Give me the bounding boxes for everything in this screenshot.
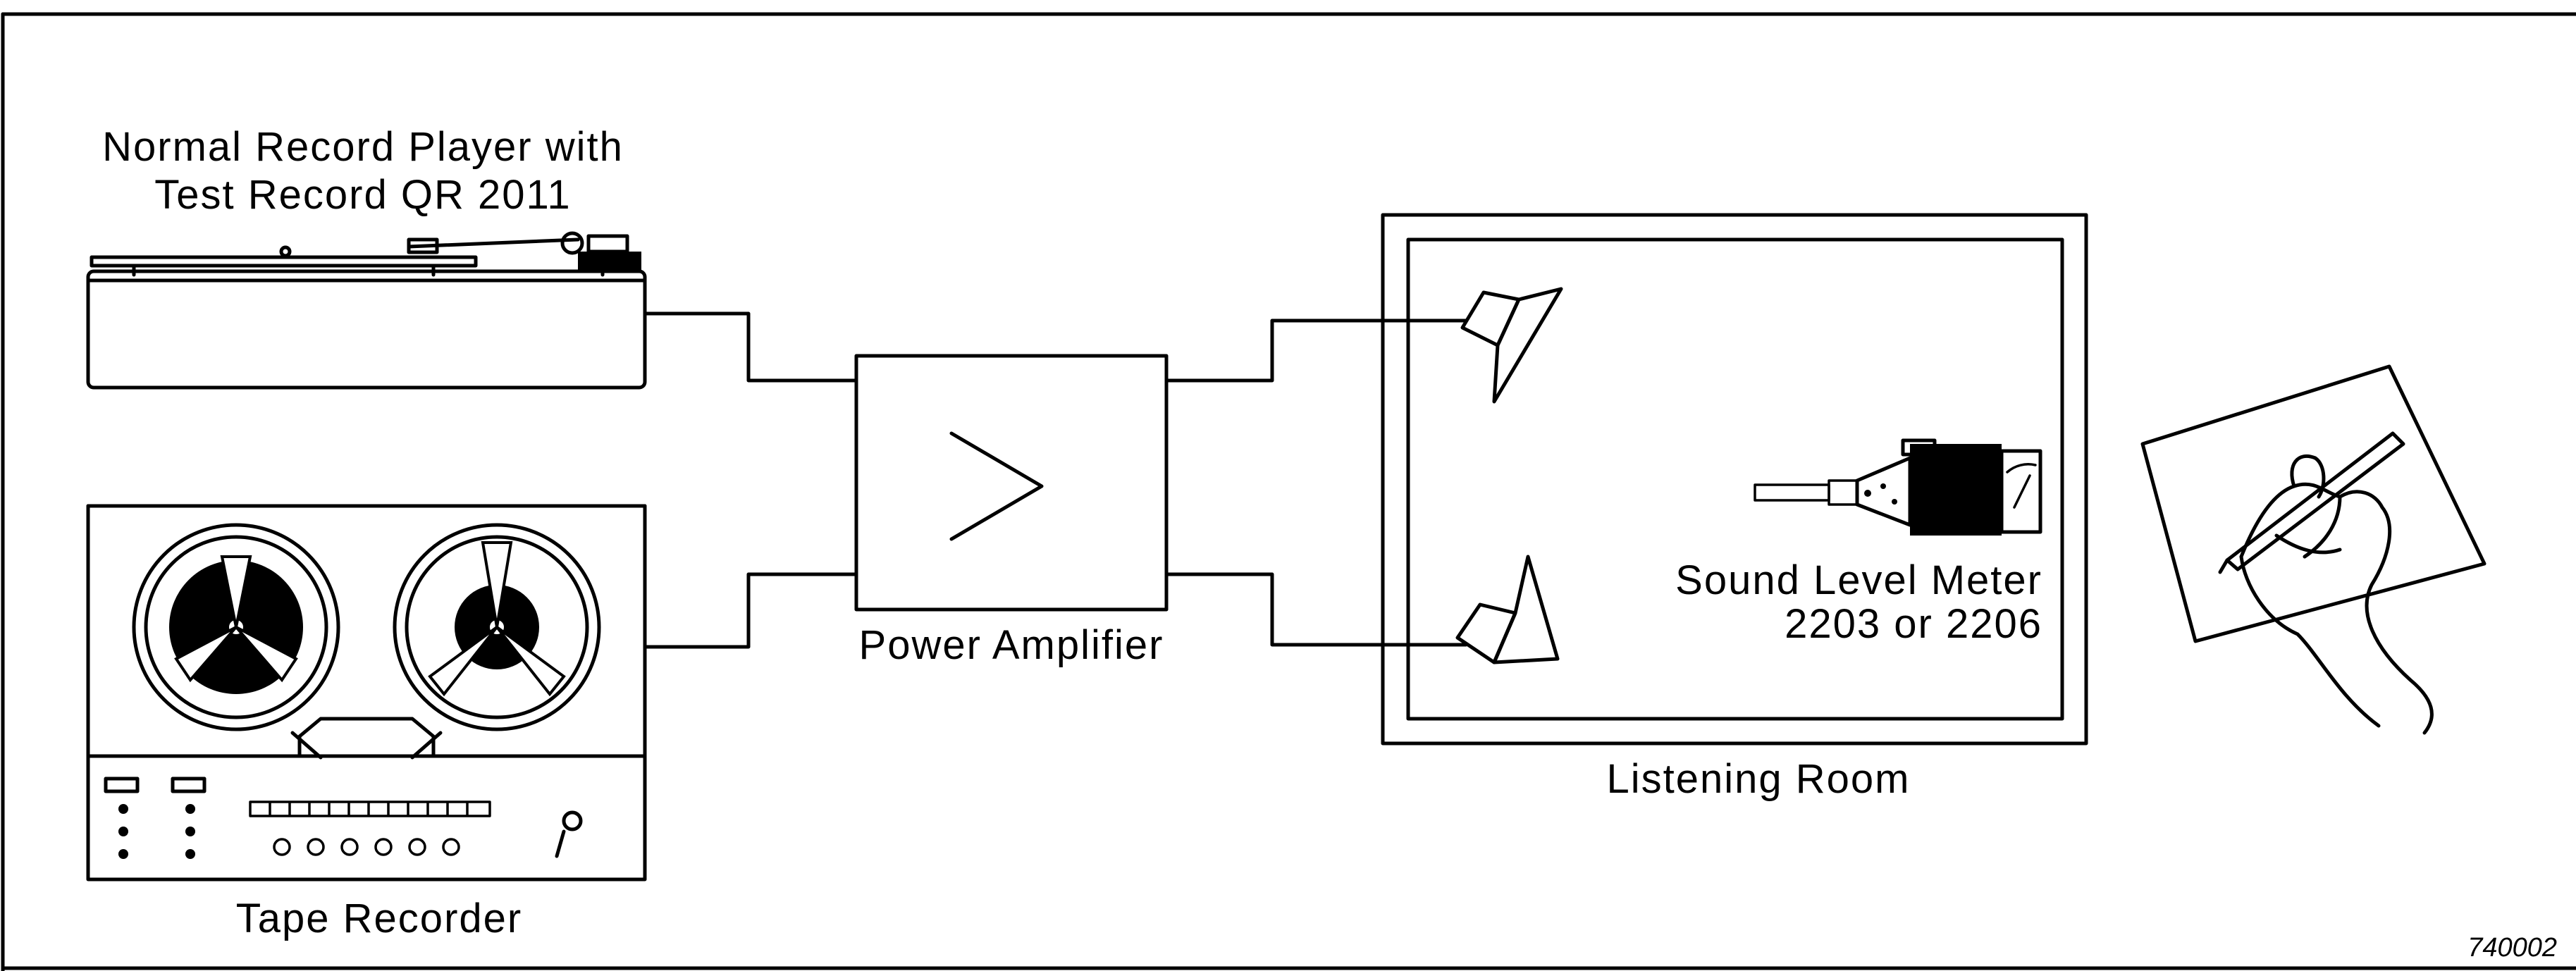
amplifier-symbol-icon	[949, 431, 1044, 541]
tape-recorder-label: Tape Recorder	[236, 896, 522, 941]
power-amplifier: Power Amplifier	[854, 354, 1169, 668]
output-wiring	[1164, 318, 1468, 647]
sound-level-meter-icon	[1754, 438, 2042, 536]
sound-level-meter-label-line1: Sound Level Meter	[1675, 557, 2042, 603]
record-player: Normal Record Player with Test Record QR…	[86, 124, 647, 390]
tape-reel-right	[393, 523, 601, 731]
sound-level-meter-label-line2: 2203 or 2206	[1785, 601, 2042, 647]
writing-hand-icon	[2140, 364, 2486, 735]
speaker-lower-icon	[1455, 555, 1560, 664]
figure-frame	[1, 12, 2576, 971]
listening-room: Sound Level Meter 2203 or 2206 Listening…	[1381, 213, 2088, 802]
record-player-label-line1: Normal Record Player with	[102, 124, 624, 170]
input-wiring	[643, 311, 858, 649]
listening-room-label: Listening Room	[1607, 756, 1911, 802]
speaker-upper-icon	[1460, 287, 1563, 404]
figure-code: 740002	[2467, 933, 2557, 963]
tape-reel-left	[132, 523, 340, 731]
tape-recorder: Tape Recorder	[86, 504, 647, 941]
power-amplifier-label: Power Amplifier	[859, 622, 1164, 668]
record-player-label-line2: Test Record QR 2011	[154, 172, 571, 218]
